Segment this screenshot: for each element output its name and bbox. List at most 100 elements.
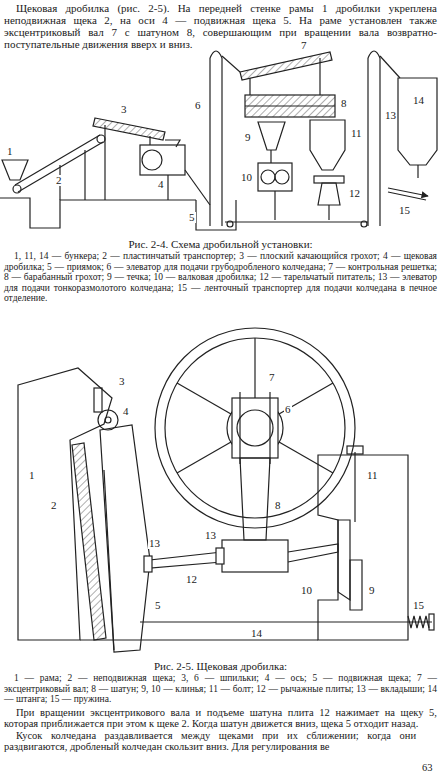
flywheel — [177, 442, 231, 473]
hopper-14 — [417, 165, 418, 178]
axle — [98, 410, 118, 430]
swinging-screen — [104, 125, 105, 200]
frame — [18, 368, 408, 640]
elevator-6 — [210, 51, 222, 58]
figure-caption: Рис. 2-5. Щековая дробилка: — [0, 660, 441, 672]
stud-3 — [94, 388, 102, 412]
callout-number: 14 — [412, 95, 425, 106]
rod — [140, 621, 432, 622]
callout-number: 3 — [120, 104, 128, 115]
swinging-screen — [93, 118, 165, 200]
hopper-11 — [310, 120, 345, 170]
connecting-rod — [240, 458, 270, 540]
swinging-screen — [93, 118, 165, 140]
paragraph: Кусок колчедана раздавливается между щек… — [4, 730, 416, 753]
plate-conveyor — [84, 150, 85, 200]
figure-caption: Рис. 2-4. Схема дробильной установки: — [0, 238, 441, 250]
roll-crusher — [258, 163, 292, 220]
callout-number: 7 — [268, 372, 276, 383]
control-grate — [319, 58, 320, 95]
spring — [408, 616, 429, 628]
plate-feeder — [314, 176, 344, 220]
callout-number: 4 — [157, 179, 165, 190]
callout-number: 3 — [118, 376, 126, 387]
inserts — [216, 548, 224, 564]
plate-conveyor — [13, 135, 105, 200]
bottom-conveyor — [361, 221, 367, 227]
callout-number: 15 — [412, 600, 425, 611]
plate-conveyor — [97, 135, 105, 143]
spring — [408, 614, 434, 630]
hopper-14 — [398, 78, 437, 178]
callout-number: 11 — [350, 128, 363, 139]
chute — [270, 150, 271, 163]
jaw-crusher — [167, 175, 168, 200]
bottom-conveyor — [225, 221, 368, 222]
bearing-housing — [237, 410, 273, 446]
figure-legend: 1 — рама; 2 — неподвижная щека; 3, 6 — ш… — [4, 673, 437, 705]
elevator-6 — [221, 58, 222, 226]
jaw-crusher — [140, 145, 185, 175]
hopper-1 — [2, 160, 28, 180]
bottom-conveyor — [227, 221, 233, 227]
callout-number: 15 — [398, 205, 411, 216]
control-grate — [240, 52, 332, 80]
jaw-crusher — [142, 150, 162, 170]
bearing-housing — [232, 392, 278, 464]
bolt — [347, 446, 363, 522]
frame — [80, 639, 318, 640]
ground-line — [196, 200, 236, 230]
drum-screen — [245, 95, 335, 117]
drum-screen — [245, 95, 335, 117]
callout-number: 10 — [240, 172, 253, 183]
wedges — [338, 520, 362, 610]
illustration — [0, 51, 437, 652]
callout-number: 2 — [55, 175, 63, 186]
axle — [98, 410, 118, 430]
elevator-13 — [379, 58, 380, 226]
fixed-jaw — [72, 443, 106, 640]
elevator-13 — [380, 56, 400, 78]
callout-number: 12 — [348, 188, 361, 199]
control-grate — [240, 52, 332, 95]
callout-number: 5 — [154, 600, 162, 611]
roll-crusher — [275, 170, 289, 184]
flywheel — [254, 338, 255, 400]
stud-3 — [94, 388, 102, 412]
callout-number: 9 — [368, 585, 376, 596]
elevator-13 — [367, 58, 368, 226]
bearing-housing — [232, 398, 278, 458]
jaw-crusher — [165, 140, 180, 147]
control-grate — [249, 78, 250, 95]
callout-number: 7 — [300, 40, 308, 51]
plate-conveyor — [15, 135, 100, 185]
elevator-6 — [209, 58, 210, 226]
hopper-14 — [398, 78, 437, 165]
plate-conveyor — [13, 185, 21, 193]
moving-jaw — [104, 470, 114, 650]
ground-line — [0, 198, 196, 228]
callout-number: 8 — [274, 500, 282, 511]
callout-number: 14 — [250, 628, 263, 639]
toggle-plates — [150, 552, 222, 568]
elevator-13 — [368, 51, 380, 58]
callout-number: 13 — [148, 538, 161, 549]
toggle-plates — [150, 544, 338, 568]
plate-feeder — [314, 176, 344, 183]
wedges — [338, 520, 350, 600]
paragraph: Щековая дробилка (рис. 2-5). На передней… — [4, 2, 437, 50]
plate-feeder — [328, 205, 329, 220]
hopper-1 — [2, 160, 28, 180]
callout-number: 2 — [50, 500, 58, 511]
callout-number: 5 — [188, 212, 196, 223]
callout-number: 8 — [340, 98, 348, 109]
chute — [258, 122, 285, 150]
roll-crusher — [274, 191, 275, 220]
bottom-conveyor — [225, 221, 368, 227]
callout-number: 13 — [384, 110, 397, 121]
flywheel — [279, 442, 333, 473]
callout-number: 1 — [28, 470, 36, 481]
elevator-6 — [210, 51, 240, 226]
bearing-housing — [239, 392, 240, 464]
